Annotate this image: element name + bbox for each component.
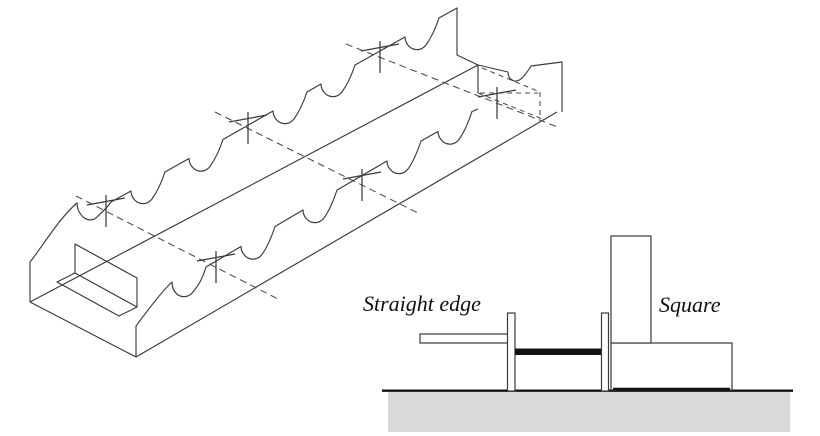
near-rail-edge [135,108,479,327]
centerline-station-1 [75,195,279,300]
near-wall-base-edge [135,111,558,358]
left-support-post [506,312,516,392]
surface-plate [388,392,790,432]
isometric-channel-drawing [29,7,563,358]
far-rail-edge [29,7,479,263]
station-mark [196,251,236,283]
end-piece-hidden-bottom-edge [477,92,546,121]
end-piece-hidden-top-edge [481,67,541,93]
square-label: Square [659,292,721,317]
station-marks [86,41,517,283]
centerline-station-3 [345,43,561,129]
right-support-post [600,312,610,392]
workpiece-bar [515,348,602,355]
station-mark [342,169,382,201]
centerlines [75,43,561,300]
station-mark [360,41,400,73]
end-piece-outline [477,61,563,112]
centerline-station-2 [214,111,419,214]
square-stock [610,342,733,391]
end-tab-plate-bottom-face [56,272,138,317]
far-wall-base-edge [29,64,479,303]
straight-edge-label: Straight edge [363,291,481,316]
square-blade [610,235,652,344]
end-tab-plate [56,243,138,317]
station-mark [228,112,268,144]
straight-edge-blade [419,333,509,344]
end-piece [477,61,563,121]
station-mark [86,195,126,227]
station-mark [477,87,517,119]
square-tool [610,235,733,391]
surface-plate-setup: Straight edge Square [363,235,793,432]
web-left-edge [29,301,137,358]
